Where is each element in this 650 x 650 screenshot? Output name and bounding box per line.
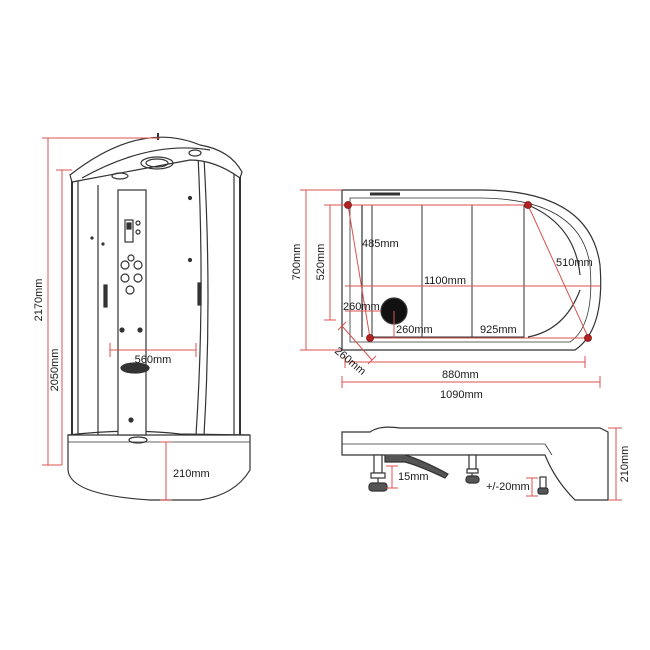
- body-jets: [120, 254, 143, 295]
- marker-top-left: [344, 201, 352, 209]
- width-total-label: 1090mm: [440, 389, 483, 401]
- right-handle: [197, 282, 202, 306]
- side-tray-height-label: 210mm: [619, 446, 631, 483]
- panel-width-label: 560mm: [135, 354, 172, 366]
- diagonal-left-label: 485mm: [362, 238, 399, 250]
- plan-view: [341, 189, 602, 351]
- waste-pipe: [384, 454, 449, 479]
- plan-dimensions: [300, 189, 601, 388]
- leg-adjust-label: +/-20mm: [486, 481, 530, 493]
- plan-outline: [341, 189, 602, 351]
- left-handle: [103, 284, 108, 308]
- height-total-label: 2170mm: [33, 279, 45, 322]
- control-column: [117, 189, 147, 436]
- marker-bottom-left: [366, 334, 374, 342]
- width-front-label: 880mm: [442, 369, 479, 381]
- waste-offset-front-label: 260mm: [396, 324, 433, 336]
- marker-top-right: [524, 201, 532, 209]
- side-view: [341, 426, 609, 501]
- depth-total-label: 700mm: [291, 244, 303, 281]
- height-enclosure-label: 2050mm: [49, 349, 61, 392]
- roof-speaker: [140, 156, 174, 170]
- roof-light-left: [111, 172, 129, 180]
- adjustable-legs: [368, 454, 549, 495]
- front-dimensions: [42, 137, 197, 501]
- control-display: [124, 219, 134, 243]
- seat: [120, 362, 150, 374]
- plan-markers: [344, 201, 592, 342]
- waste-height-label: 15mm: [398, 471, 429, 483]
- width-inner-label: 1100mm: [424, 275, 466, 287]
- shower-tray: [67, 434, 251, 501]
- side-dimensions: [386, 427, 622, 501]
- front-tray-height-label: 210mm: [173, 468, 210, 480]
- tray-waste: [128, 436, 148, 444]
- waste-offset-side-label: 260mm: [343, 301, 380, 313]
- front-span-label: 925mm: [480, 324, 517, 336]
- depth-straight-label: 520mm: [315, 244, 327, 281]
- front-view: [67, 133, 251, 501]
- diagonal-right-label: 510mm: [556, 257, 593, 269]
- roof-light-right: [188, 149, 202, 157]
- marker-bottom-right: [584, 334, 592, 342]
